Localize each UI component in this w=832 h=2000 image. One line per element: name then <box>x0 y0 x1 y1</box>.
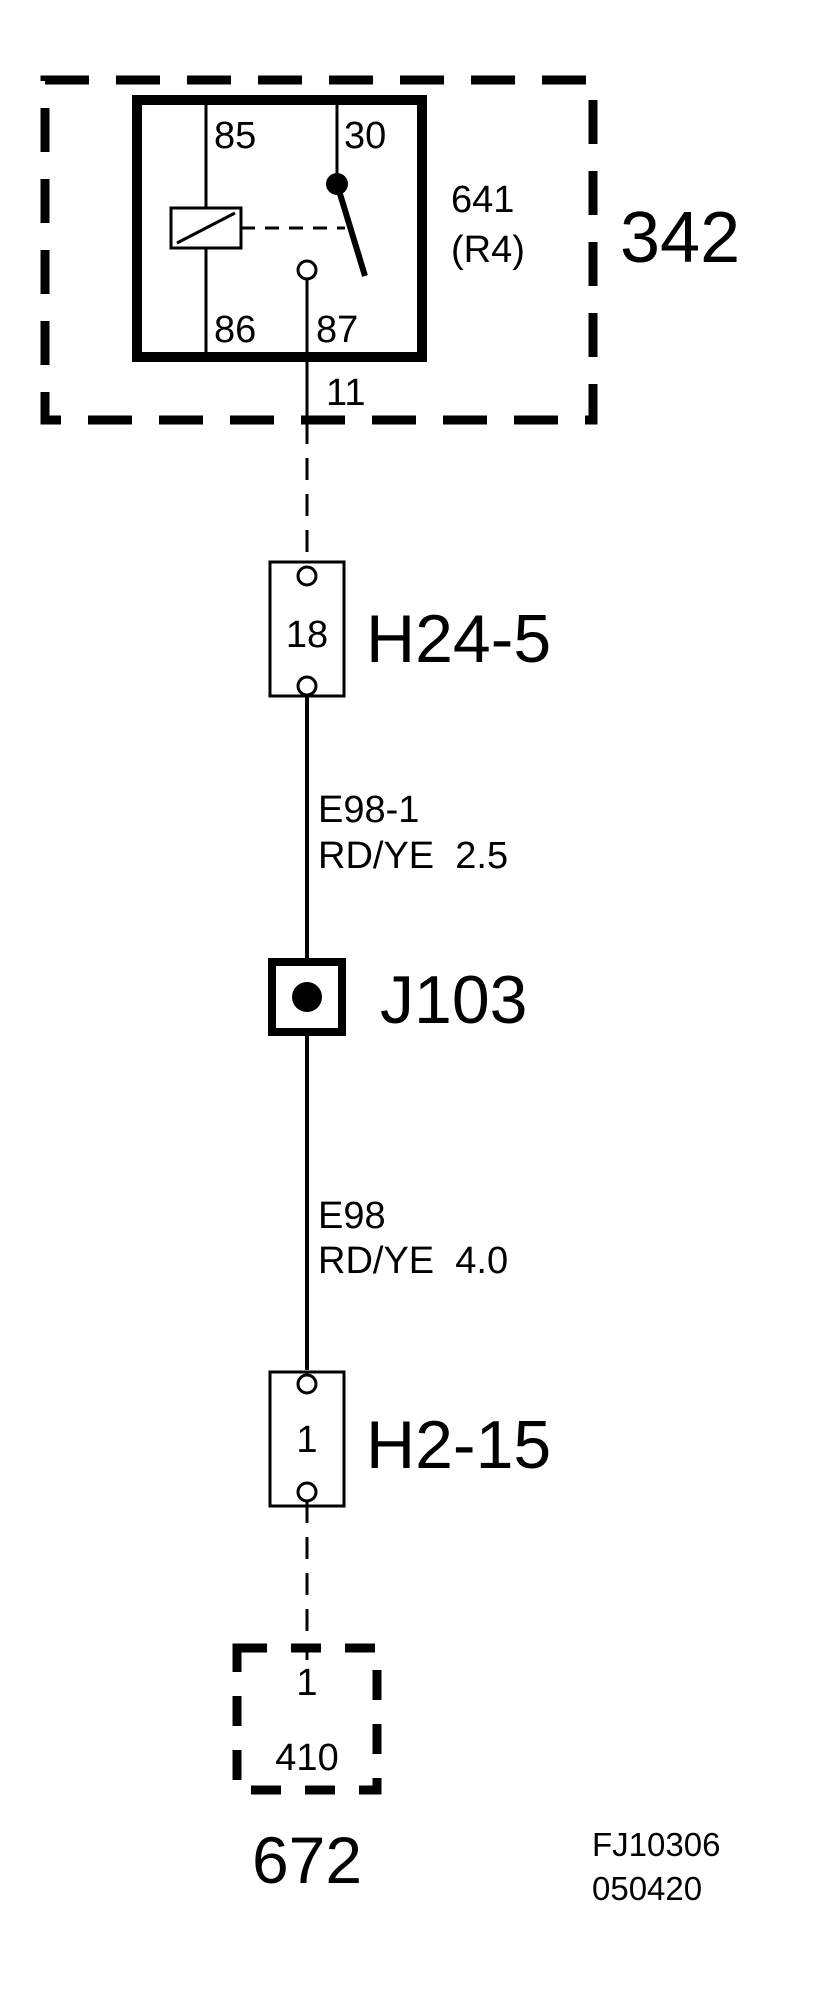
pin-label-85: 85 <box>214 115 256 157</box>
relay-contact-87 <box>296 259 318 281</box>
relay-number-label: 641 <box>451 179 514 221</box>
device-number-label: 410 <box>275 1737 338 1779</box>
connector-h2-pin-label: 1 <box>296 1419 317 1461</box>
connector-h2: 1 H2-15 <box>268 1370 551 1508</box>
connector-h24-bottom-pin <box>296 675 318 697</box>
device-dashed-outline <box>232 1643 382 1795</box>
wire-e98-id-label: E98 <box>318 1195 386 1237</box>
junction-box <box>268 958 346 1036</box>
relay-box-id-label: 342 <box>620 198 740 278</box>
connector-h2-bottom-pin <box>296 1481 318 1503</box>
connector-h24-label: H24-5 <box>366 601 551 677</box>
drawing-code-line2: 050420 <box>592 1870 702 1907</box>
device-id-label: 672 <box>252 1823 362 1897</box>
connector-h24-pin-label: 18 <box>286 614 328 656</box>
relay-box: 85 30 86 87 641 (R4) 342 11 <box>40 75 740 425</box>
wire-e98-1-spec-label: RD/YE 2.5 <box>318 835 508 877</box>
junction-label: J103 <box>380 962 527 1038</box>
connector-h24-top-pin <box>296 565 318 587</box>
connector-h24: 18 H24-5 <box>268 560 551 698</box>
drawing-code-line1: FJ10306 <box>592 1826 720 1863</box>
device-pin-label: 1 <box>296 1662 317 1704</box>
relay-body <box>132 95 427 362</box>
relay-coil-diagonal <box>176 211 236 245</box>
terminal-label-11: 11 <box>326 372 365 414</box>
junction-dot <box>292 982 322 1012</box>
relay-box-dashed-outline <box>40 75 598 425</box>
wire-e98-spec-label: RD/YE 4.0 <box>318 1240 508 1282</box>
wire-e98-1-id-label: E98-1 <box>318 789 419 831</box>
pin-label-87: 87 <box>316 309 358 351</box>
relay-code-label: (R4) <box>451 229 525 271</box>
relay-switch-arm-icon <box>334 183 368 277</box>
connector-h2-label: H2-15 <box>366 1407 551 1483</box>
connector-h2-top-pin <box>296 1373 318 1395</box>
device-672: 1 410 672 <box>232 1643 382 1897</box>
pin-label-86: 86 <box>214 309 256 351</box>
pin-label-30: 30 <box>344 115 386 157</box>
junction-j103: J103 <box>268 958 527 1038</box>
